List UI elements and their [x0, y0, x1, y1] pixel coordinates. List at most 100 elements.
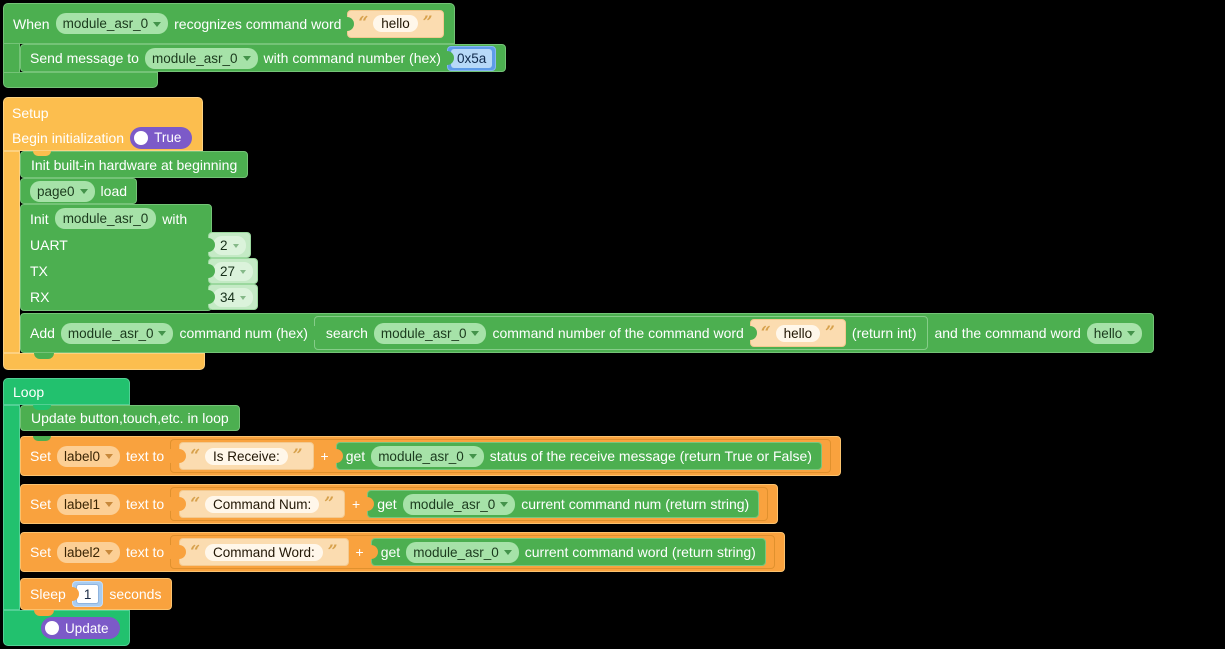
tx-label: TX — [30, 263, 48, 279]
uart-pin-chip[interactable]: 2 — [208, 232, 251, 258]
quote-close-icon — [328, 544, 338, 561]
send-message-block[interactable]: Send message to module_asr_0 with comman… — [20, 44, 507, 72]
command-word-string-block[interactable]: hello — [347, 9, 444, 38]
module-dropdown-value: module_asr_0 — [151, 50, 238, 66]
search-word-field[interactable]: hello — [775, 324, 821, 342]
when-block-body: Send message to module_asr_0 with comman… — [3, 44, 507, 72]
dropdown-arrow-icon — [1127, 331, 1136, 336]
prefix-string-block[interactable]: Command Num: — [179, 490, 346, 518]
rx-label: RX — [30, 289, 50, 305]
module-dropdown[interactable]: module_asr_0 — [402, 493, 516, 515]
quote-close-icon — [293, 448, 303, 465]
label-dropdown-value: label0 — [64, 448, 101, 464]
dropdown-arrow-icon — [153, 21, 162, 27]
get-status-block[interactable]: get module_asr_0 status of the receive m… — [335, 442, 822, 470]
module-dropdown-value: module_asr_0 — [62, 16, 149, 31]
module-field[interactable]: module_asr_0 — [54, 208, 157, 229]
add-command-num-block[interactable]: Add module_asr_0 command num (hex) searc… — [20, 313, 1155, 353]
setup-block[interactable]: Setup Begin initialization True Init bui… — [3, 97, 1155, 370]
dropdown-arrow-icon — [79, 189, 88, 194]
module-dropdown[interactable]: module_asr_0 — [55, 13, 169, 34]
loop-block-header[interactable]: Loop — [3, 378, 130, 405]
setup-block-footer — [3, 353, 205, 370]
string-join-block[interactable]: Command Num: + get module_asr_0 current … — [170, 487, 769, 521]
connector-tab — [34, 610, 54, 616]
quote-close-icon — [324, 496, 334, 513]
rx-pin-chip[interactable]: 34 — [208, 284, 259, 310]
begin-initialization-toggle[interactable]: True — [130, 126, 193, 149]
prefix-string-field[interactable]: Command Word: — [204, 543, 323, 561]
plus-operator: + — [320, 448, 329, 464]
dropdown-arrow-icon — [105, 550, 114, 555]
module-dropdown[interactable]: module_asr_0 — [371, 445, 484, 467]
with-command-number-label: with command number (hex) — [263, 50, 441, 66]
tx-pin-chip[interactable]: 27 — [208, 258, 259, 284]
toggle-value: True — [154, 130, 182, 146]
hex-number-field[interactable]: 0x5a — [450, 48, 493, 68]
set-label1-block[interactable]: Set label1 text to Command Num: + — [20, 484, 779, 524]
prefix-string-field[interactable]: Is Receive: — [204, 447, 288, 465]
get-desc-label: current command num (return string) — [521, 496, 750, 512]
dropdown-arrow-icon — [240, 269, 247, 274]
module-dropdown[interactable]: module_asr_0 — [373, 322, 487, 344]
set-label: Set — [30, 448, 52, 464]
label-dropdown-value: label1 — [64, 496, 101, 512]
loop-block[interactable]: Loop Update button,touch,etc. in loop Se… — [3, 378, 841, 646]
set-label0-block[interactable]: Set label0 text to Is Receive: + — [20, 436, 841, 476]
sleep-block[interactable]: Sleep 1 seconds — [20, 578, 173, 610]
init-hardware-block[interactable]: Init built-in hardware at beginning — [20, 151, 249, 178]
page-dropdown-value: page0 — [37, 183, 75, 199]
update-hardware-label: Update button,touch,etc. in loop — [31, 410, 229, 426]
update-hardware-block[interactable]: Update button,touch,etc. in loop — [20, 405, 240, 431]
and-command-word-label: and the command word — [934, 325, 1081, 341]
word-dropdown-value: hello — [1093, 325, 1123, 341]
dropdown-arrow-icon — [503, 550, 512, 555]
toggle-circle-icon — [134, 130, 149, 145]
module-dropdown[interactable]: module_asr_0 — [60, 322, 174, 344]
word-dropdown[interactable]: hello — [1086, 322, 1143, 344]
label-dropdown[interactable]: label0 — [57, 445, 121, 467]
label-dropdown[interactable]: label1 — [57, 493, 121, 515]
return-int-label: (return int) — [851, 325, 917, 341]
get-label: get — [377, 496, 397, 512]
set-label2-block[interactable]: Set label2 text to Command Word: + — [20, 532, 785, 572]
get-label: get — [345, 448, 366, 464]
command-word-field[interactable]: hello — [373, 15, 418, 32]
page-load-block[interactable]: page0 load — [20, 178, 138, 204]
string-join-block[interactable]: Is Receive: + get module_asr_0 status of… — [170, 439, 831, 473]
prefix-string-block[interactable]: Command Word: — [179, 538, 349, 566]
quote-open-icon — [761, 325, 771, 342]
prefix-string-block[interactable]: Is Receive: — [179, 442, 314, 470]
module-dropdown[interactable]: module_asr_0 — [144, 47, 258, 69]
search-command-number-block[interactable]: search module_asr_0 command number of th… — [313, 316, 929, 350]
dropdown-arrow-icon — [232, 243, 239, 248]
connector-notch — [33, 436, 51, 441]
get-command-word-block[interactable]: get module_asr_0 current command word (r… — [370, 538, 766, 566]
search-word-string-block[interactable]: hello — [749, 319, 846, 347]
when-block-header[interactable]: When module_asr_0 recognizes command wor… — [3, 3, 455, 44]
module-dropdown-value: module_asr_0 — [413, 544, 499, 560]
string-join-block[interactable]: Command Word: + get module_asr_0 current… — [170, 535, 775, 569]
add-label: Add — [30, 325, 55, 341]
setup-block-header[interactable]: Setup Begin initialization True — [3, 97, 203, 151]
label-dropdown[interactable]: label2 — [57, 541, 121, 563]
hex-number-block[interactable]: 0x5a — [446, 45, 497, 71]
sleep-seconds-value[interactable]: 1 — [75, 584, 100, 604]
setup-title: Setup — [12, 105, 49, 122]
page-dropdown[interactable]: page0 — [30, 180, 95, 202]
get-command-num-block[interactable]: get module_asr_0 current command num (re… — [367, 490, 760, 518]
when-label: When — [13, 15, 50, 32]
init-module-block[interactable]: Init module_asr_0 with UART 2 — [20, 204, 259, 311]
when-asr-event-block[interactable]: When module_asr_0 recognizes command wor… — [3, 3, 507, 88]
sleep-seconds-chip[interactable]: 1 — [71, 581, 104, 607]
setup-block-spine — [3, 151, 20, 353]
when-block-spine — [3, 44, 20, 72]
prefix-string-field[interactable]: Command Num: — [204, 495, 320, 513]
sleep-label: Sleep — [30, 586, 66, 602]
tx-pin-value: 27 — [220, 263, 236, 279]
module-dropdown[interactable]: module_asr_0 — [406, 541, 519, 563]
quote-close-icon — [825, 325, 835, 342]
update-toggle[interactable]: Update — [41, 617, 120, 639]
uart-label: UART — [30, 237, 68, 253]
